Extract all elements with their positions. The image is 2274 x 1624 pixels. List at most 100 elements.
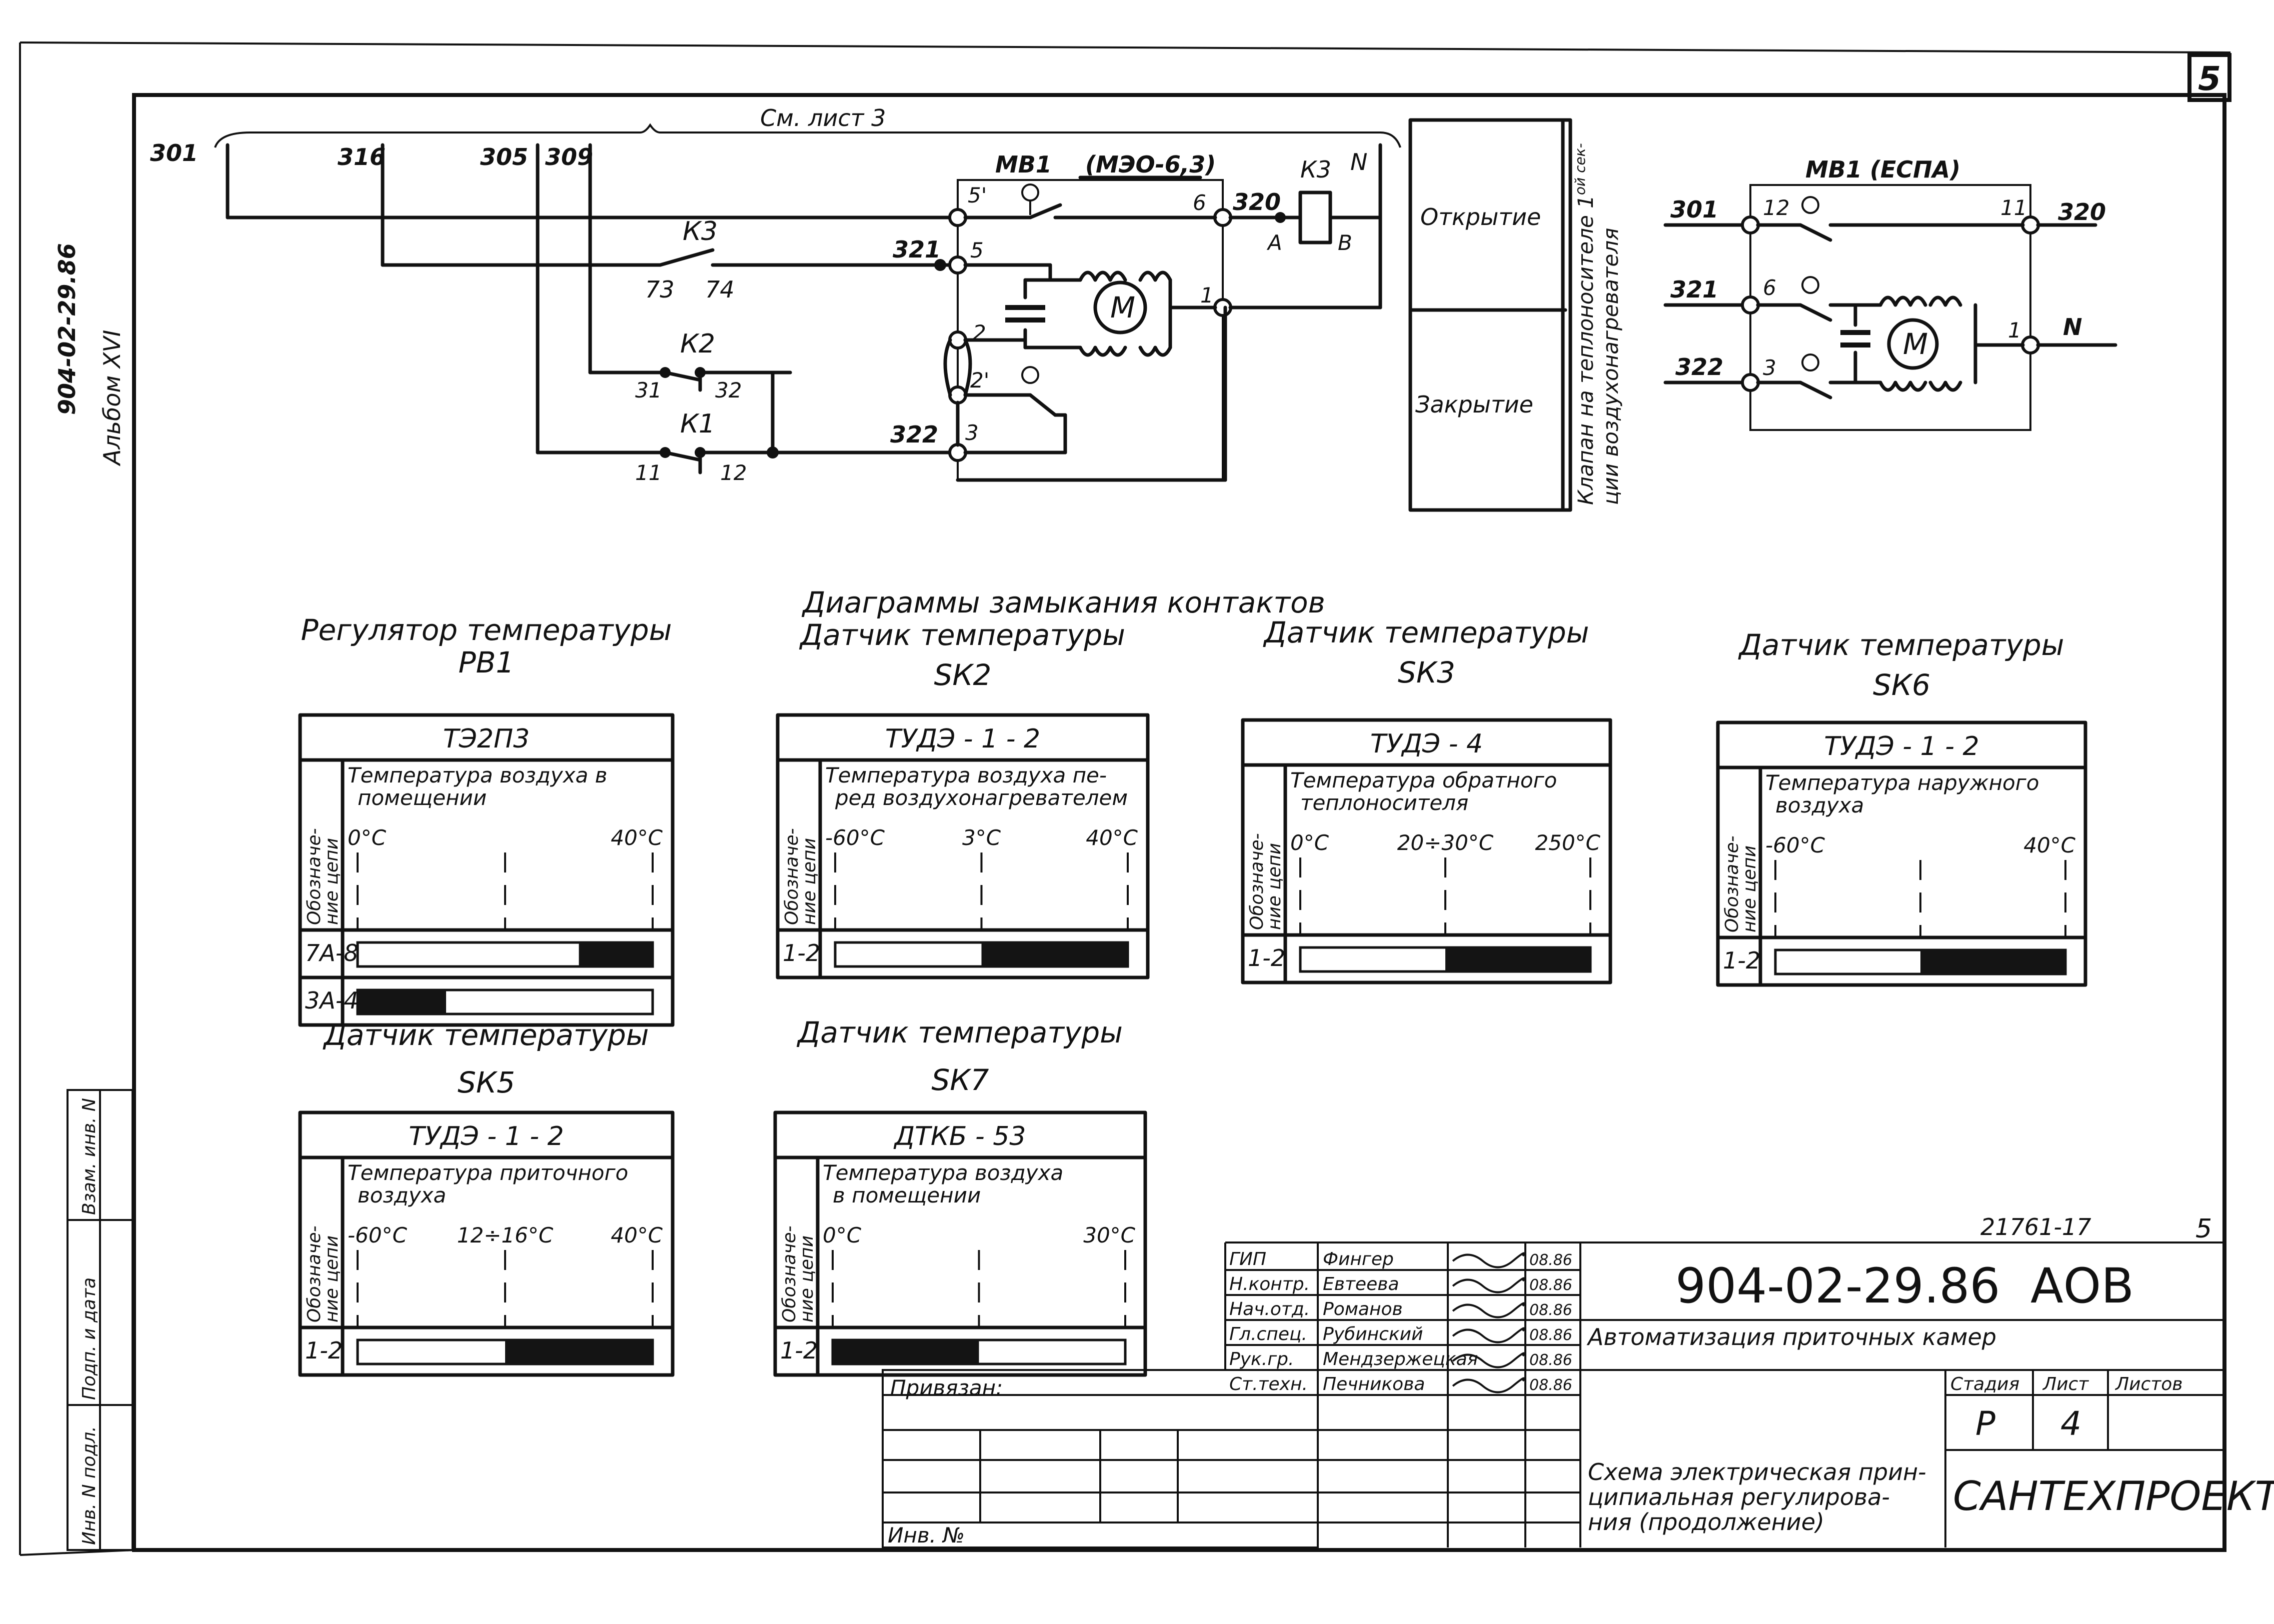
document-number: 904-02-29.86 [1675, 1258, 2000, 1314]
relay-k3-contact-label: К3 [683, 216, 718, 246]
coil-end-b: В [1338, 230, 1352, 255]
wire-322: 322 [890, 421, 938, 448]
company-name: САНТЕХПРОЕКТ [1953, 1473, 2274, 1520]
panel-side-label: ние цепи [322, 838, 342, 925]
panel-scale-mid: 12÷16°С [457, 1223, 554, 1248]
panel-scale-max: 40°С [611, 826, 663, 850]
panel-side-label: ние цепи [799, 838, 820, 925]
wire-316: 316 [338, 144, 386, 170]
sheets-header: Листов [2114, 1374, 2182, 1394]
stamp-vzam-inv: Взам. инв. N [79, 1098, 100, 1215]
document-suffix: АОВ [2030, 1258, 2134, 1314]
panel-side-label: Обозначе- [304, 1226, 325, 1322]
diagrams-title: Диаграммы замыкания контактов [801, 586, 1325, 620]
inventory-top-number: 21761-17 [1980, 1214, 2091, 1240]
panel-row-label: 1-2 [305, 1337, 343, 1364]
panel-row-label: 1-2 [1723, 947, 1760, 974]
signature-role: Гл.спец. [1229, 1324, 1307, 1344]
alt-actuator-label: МВ1 (ЕСПА) [1805, 156, 1960, 183]
panel-description: Температура воздуха [823, 1160, 1063, 1185]
panel-scale-max: 40°С [2023, 833, 2075, 858]
drawing-title-line3: ния (продолжение) [1588, 1508, 1824, 1536]
see-sheet-note: См. лист 3 [760, 104, 886, 132]
panel-scale-min: -60°С [348, 1223, 408, 1248]
signature-date: 08.86 [1529, 1352, 1572, 1369]
panel-description: воздуха [1775, 793, 1864, 818]
panel-row-label: 1-2 [783, 940, 820, 966]
signature-scribble [1452, 1327, 1525, 1344]
signature-name: Мендзержецкая [1323, 1349, 1478, 1370]
terminal-2prime: 2' [970, 368, 989, 392]
wire-305: 305 [480, 144, 528, 170]
actuator-mb1-type: (МЭО-6,3) [1085, 151, 1216, 178]
panel-row-label: 1-2 [1248, 944, 1285, 972]
wire-n-main: N [1350, 148, 1367, 176]
sheet-number: 5 [2198, 60, 2221, 98]
valve-legend-box: Открытие Закрытие Клапан на теплоносител… [1408, 118, 1623, 512]
project-title: Автоматизация приточных камер [1586, 1324, 1996, 1350]
panel-scale-min: 0°С [823, 1223, 862, 1248]
panel-scale-max: 40°С [1086, 826, 1138, 850]
alt-wire-n: N [2063, 314, 2082, 340]
panel-device-id: SК6 [1873, 668, 1930, 702]
panel-side-label: Обозначе- [782, 828, 802, 925]
panel-description: Температура воздуха пе- [825, 763, 1107, 788]
contact-bar-closed [833, 1340, 979, 1364]
contact-12: 12 [720, 460, 747, 485]
panel-heading: Регулятор температуры [301, 613, 672, 647]
panel-scale-max: 30°С [1083, 1223, 1135, 1248]
panel-heading: Датчик температуры [1738, 628, 2064, 662]
alt-terminal-1: 1 [2008, 318, 2021, 342]
contact-31: 31 [635, 378, 662, 402]
contact-bar-closed [579, 942, 653, 966]
inv-no-label: Инв. № [888, 1523, 965, 1548]
signature-name: Евтеева [1323, 1274, 1399, 1294]
panel-side-label: Обозначе- [779, 1226, 800, 1322]
signature-date: 08.86 [1529, 1376, 1572, 1394]
signature-date: 08.86 [1529, 1276, 1572, 1294]
alt-wire-320: 320 [2058, 198, 2106, 226]
panel-scale-min: 0°С [1290, 830, 1329, 855]
signature-date: 08.86 [1529, 1252, 1572, 1269]
wire-301: 301 [150, 140, 198, 166]
terminal-3: 3 [965, 420, 979, 445]
legend-valve-line2: ции воздухонагревателя [1598, 228, 1623, 505]
contact-73: 73 [645, 276, 675, 303]
drawing-title-line1: Схема электрическая прин- [1588, 1458, 1926, 1486]
alt-terminal-11: 11 [2000, 196, 2027, 220]
drawing-title-line2: ципиальная регулирова- [1588, 1484, 1890, 1510]
panel-description: Температура обратного [1290, 768, 1557, 792]
panel-side-label: ние цепи [1739, 846, 1760, 932]
alt-terminal-3: 3 [1763, 356, 1776, 380]
panel-device-id: SК7 [932, 1063, 989, 1097]
side-doc-code: 904-02-29.86 [54, 243, 81, 415]
contact-74: 74 [705, 276, 735, 303]
sheet-value: 4 [2060, 1404, 2081, 1443]
panel-scale-mid: 3°С [962, 826, 1001, 850]
motor-symbol-main: М [1110, 290, 1135, 324]
signature-role: Н.контр. [1229, 1274, 1310, 1294]
panel-model: ТЭ2П3 [443, 724, 530, 754]
contact-diagram-panel: Регулятор температурыРВ1ТЭ2П3Обозначе-ни… [298, 613, 675, 1027]
panel-device-id: SК3 [1398, 656, 1455, 690]
drawing-frame [19, 42, 2231, 1556]
terminal-5prime: 5' [968, 183, 987, 208]
main-schematic: См. лист 3 301 316 305 309 К3 73 74 321 … [150, 104, 1401, 485]
title-block: 21761-17 5 При [882, 1214, 2274, 1548]
signature-name: Фингер [1323, 1249, 1394, 1270]
panel-scale-max: 40°С [611, 1223, 663, 1248]
terminal-5: 5 [970, 238, 984, 262]
panel-description: Температура воздуха в [348, 763, 607, 788]
panel-heading: Датчик температуры [323, 1018, 649, 1052]
panel-model: ТУДЭ - 1 - 2 [885, 724, 1040, 754]
panel-description: воздуха [358, 1183, 446, 1208]
contact-bar-closed [505, 1340, 653, 1364]
stamp-podp-data: Подп. и дата [79, 1278, 100, 1400]
